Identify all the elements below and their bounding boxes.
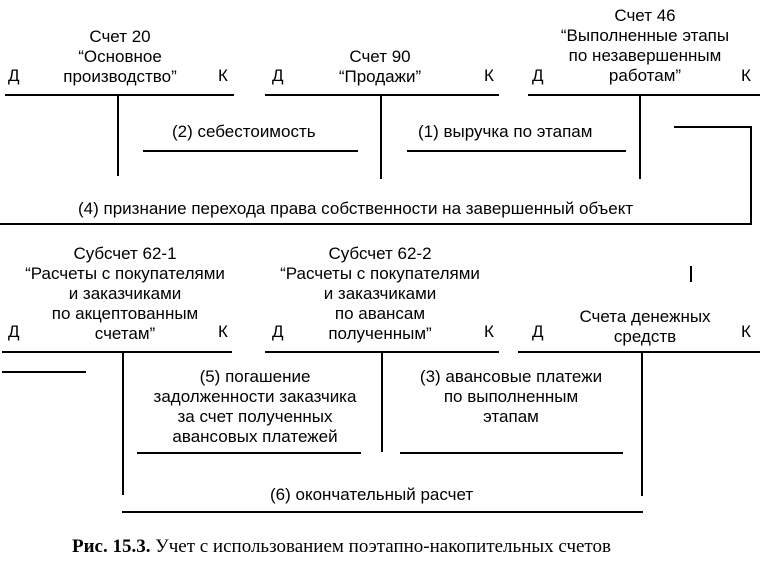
entry-5-label-line2: задолженности заказчика <box>153 387 357 406</box>
entry-3-line <box>400 452 623 454</box>
account-46-name-line3: работам” <box>608 66 682 85</box>
account-20-name-line1: “Основное <box>78 47 162 66</box>
entry-5-label-line1: (5) погашение <box>199 367 311 386</box>
account-46-title: Счет 46 <box>614 6 676 25</box>
entry-5-label-line4: авансовых платежей <box>172 427 338 446</box>
subaccount-62-1-debit: Д <box>8 322 20 341</box>
connector-top <box>674 126 752 128</box>
cash-accounts-credit: К <box>741 322 751 341</box>
account-20-t-bar <box>5 94 234 96</box>
account-46-name-line2: по незавершенным <box>568 46 722 65</box>
subaccount-62-1-title: Субсчет 62-1 <box>73 244 177 263</box>
entry-2-label: (2) себестоимость <box>172 122 316 141</box>
account-90-debit: Д <box>272 66 284 85</box>
subaccount-62-2-t-stem <box>381 351 383 452</box>
figure-caption: Рис. 15.3. Учет с использованием поэтапн… <box>72 536 611 558</box>
connector-left-short <box>2 371 86 373</box>
subaccount-62-2-name-line1: “Расчеты с покупателями <box>280 264 480 283</box>
subaccount-62-1-name-line4: счетам” <box>94 324 156 343</box>
entry-1-line <box>407 150 626 152</box>
entry-5-line <box>137 452 361 454</box>
entry-3-label-line1: (3) авансовые платежи <box>419 367 603 386</box>
account-46-debit: Д <box>532 66 544 85</box>
subaccount-62-1-t-bar <box>2 351 232 353</box>
account-90-credit: К <box>484 66 494 85</box>
account-46-name-line1: “Выполненные этапы <box>560 26 730 45</box>
account-20-name-line2: производство” <box>63 67 177 86</box>
subaccount-62-2-name-line4: полученным” <box>328 324 432 343</box>
subaccount-62-1-name-line1: “Расчеты с покупателями <box>25 264 225 283</box>
cash-accounts-debit: Д <box>532 322 544 341</box>
account-20-credit: К <box>218 66 228 85</box>
entry-1-label: (1) выручка по этапам <box>418 122 593 141</box>
entry-4-label: (4) признание перехода права собственнос… <box>78 199 634 218</box>
account-46-t-bar <box>528 94 760 96</box>
entry-4-line <box>0 223 752 225</box>
entry-3-label-line3: этапам <box>483 407 539 426</box>
subaccount-62-2-debit: Д <box>272 322 284 341</box>
connector-side <box>750 126 752 225</box>
cash-accounts-t-stem <box>641 351 643 496</box>
account-46-t-stem <box>639 94 641 179</box>
account-90-title: Счет 90 <box>349 47 411 66</box>
subaccount-62-2-title: Субсчет 62-2 <box>328 244 432 263</box>
subaccount-62-1-name-line3: по акцептованным <box>51 304 199 323</box>
account-20-title: Счет 20 <box>89 27 151 46</box>
subaccount-62-1-credit: К <box>218 322 228 341</box>
figure-caption-text: Учет с использованием поэтапно-накопител… <box>155 536 611 557</box>
subaccount-62-2-name-line2: и заказчиками <box>323 284 437 303</box>
entry-6-line <box>122 511 643 513</box>
subaccount-62-2-name-line3: по авансам <box>334 304 426 323</box>
subaccount-62-1-name-line2: и заказчиками <box>68 284 182 303</box>
account-46-credit: К <box>741 66 751 85</box>
account-90-t-stem <box>380 94 382 179</box>
account-20-debit: Д <box>8 66 20 85</box>
subaccount-62-1-t-stem <box>122 351 124 495</box>
entry-3-label-line2: по выполненным <box>443 387 579 406</box>
cash-accounts-name-line1: Счета денежных <box>579 307 711 326</box>
connector-tick <box>690 266 692 282</box>
entry-5-label-line3: за счет полученных <box>177 407 333 426</box>
account-90-name: “Продажи” <box>338 67 422 86</box>
cash-accounts-name-line2: средств <box>613 327 677 346</box>
account-20-t-stem <box>117 94 119 176</box>
subaccount-62-2-credit: К <box>484 322 494 341</box>
figure-caption-label: Рис. 15.3. <box>72 536 151 557</box>
entry-6-label: (6) окончательный расчет <box>270 485 474 504</box>
cash-accounts-t-bar <box>518 351 760 353</box>
entry-2-line <box>143 150 358 152</box>
account-90-t-bar <box>265 94 499 96</box>
